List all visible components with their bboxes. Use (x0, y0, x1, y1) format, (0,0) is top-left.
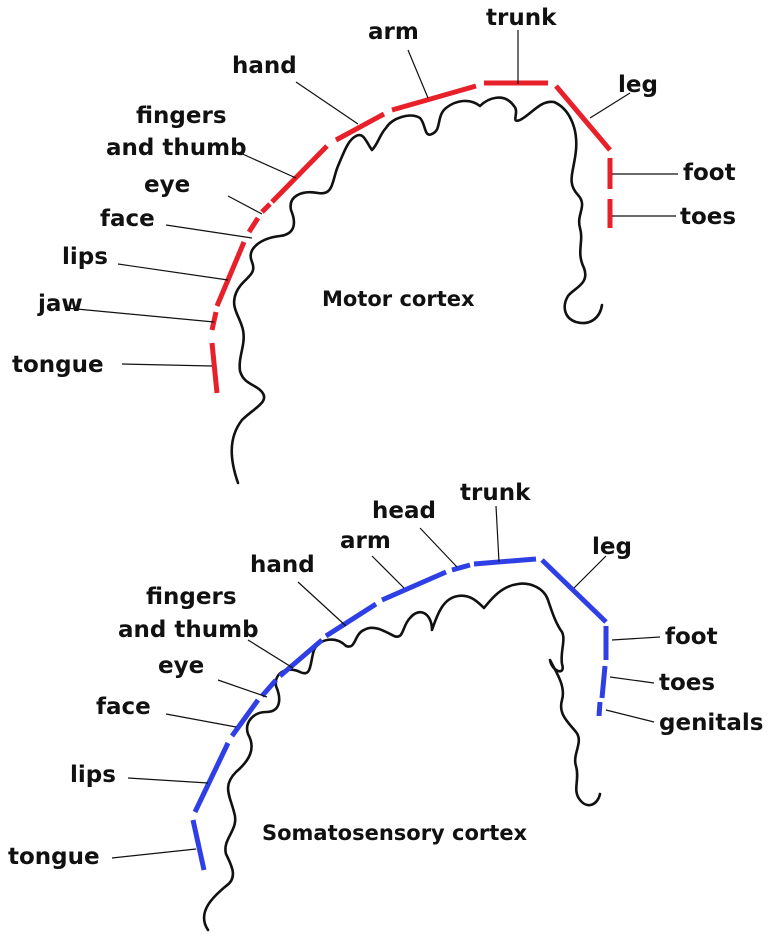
segment-lips (217, 242, 244, 306)
label-toes: toes (680, 204, 736, 230)
segment-genitals (599, 702, 600, 716)
segment-lips (195, 743, 228, 812)
label-foot: foot (665, 624, 718, 650)
sensory-cortex-panel: trunk head arm hand leg fingers and thum… (8, 480, 763, 930)
label-trunk: trunk (460, 480, 531, 506)
label-eye: eye (144, 172, 190, 198)
leader-leg (574, 556, 606, 588)
label-hand: hand (232, 53, 297, 79)
leader-hand (296, 82, 358, 124)
segment-hand (326, 604, 376, 636)
label-eye: eye (158, 653, 204, 679)
sensory-cortex-title: Somatosensory cortex (262, 821, 528, 845)
segment-face (249, 218, 258, 232)
leader-lips (118, 264, 228, 280)
leader-arm (372, 556, 404, 588)
segment-tongue (193, 820, 204, 870)
leader-arm (408, 50, 428, 98)
label-foot: foot (683, 160, 736, 186)
label-face: face (100, 206, 155, 232)
leader-head (420, 528, 457, 567)
label-leg: leg (592, 534, 632, 560)
motor-cortex-title: Motor cortex (322, 287, 475, 311)
motor-leader-lines (66, 30, 678, 366)
segment-leg (556, 86, 610, 150)
label-fingers: fingers (136, 103, 227, 129)
segment-eye (262, 680, 276, 696)
label-head: head (372, 498, 436, 524)
leader-trunk (496, 506, 499, 562)
leader-genitals (606, 710, 654, 722)
segment-eye (262, 204, 270, 212)
segment-toes (602, 666, 605, 698)
label-lips: lips (62, 244, 108, 270)
sensory-leader-lines (112, 506, 660, 858)
leader-hand (298, 582, 346, 626)
leader-fingers (248, 640, 293, 668)
label-leg: leg (618, 72, 658, 98)
label-tongue: tongue (12, 352, 104, 378)
leader-eye (218, 680, 267, 697)
segment-tongue (212, 343, 217, 393)
label-hand: hand (250, 552, 315, 578)
label-genitals: genitals (659, 710, 763, 736)
label-and-thumb: and thumb (118, 617, 259, 643)
leader-face (166, 225, 252, 238)
leader-foot (612, 637, 660, 640)
label-jaw: jaw (37, 291, 83, 317)
segment-face (232, 700, 258, 736)
label-arm: arm (340, 528, 391, 554)
label-tongue: tongue (8, 844, 100, 870)
segment-trunk (474, 559, 536, 564)
label-lips: lips (70, 762, 116, 788)
leader-tongue (122, 364, 212, 366)
leader-lips (128, 778, 208, 783)
leader-face (166, 714, 236, 727)
segment-jaw (212, 312, 216, 330)
label-arm: arm (368, 19, 419, 45)
leader-tongue (112, 849, 196, 858)
label-toes: toes (659, 670, 715, 696)
leader-fingers (238, 152, 296, 178)
label-fingers: fingers (146, 584, 237, 610)
leader-eye (228, 196, 262, 214)
sensory-cortex-outline (204, 584, 600, 930)
leader-jaw (66, 308, 214, 322)
label-trunk: trunk (486, 5, 557, 31)
label-and-thumb: and thumb (106, 135, 247, 161)
segment-arm (392, 86, 476, 110)
label-face: face (96, 694, 151, 720)
motor-cortex-panel: trunk arm hand leg fingers and thumb eye… (12, 5, 736, 483)
leader-toes (610, 677, 654, 683)
segment-head (452, 565, 470, 570)
segment-fingers (280, 640, 322, 676)
